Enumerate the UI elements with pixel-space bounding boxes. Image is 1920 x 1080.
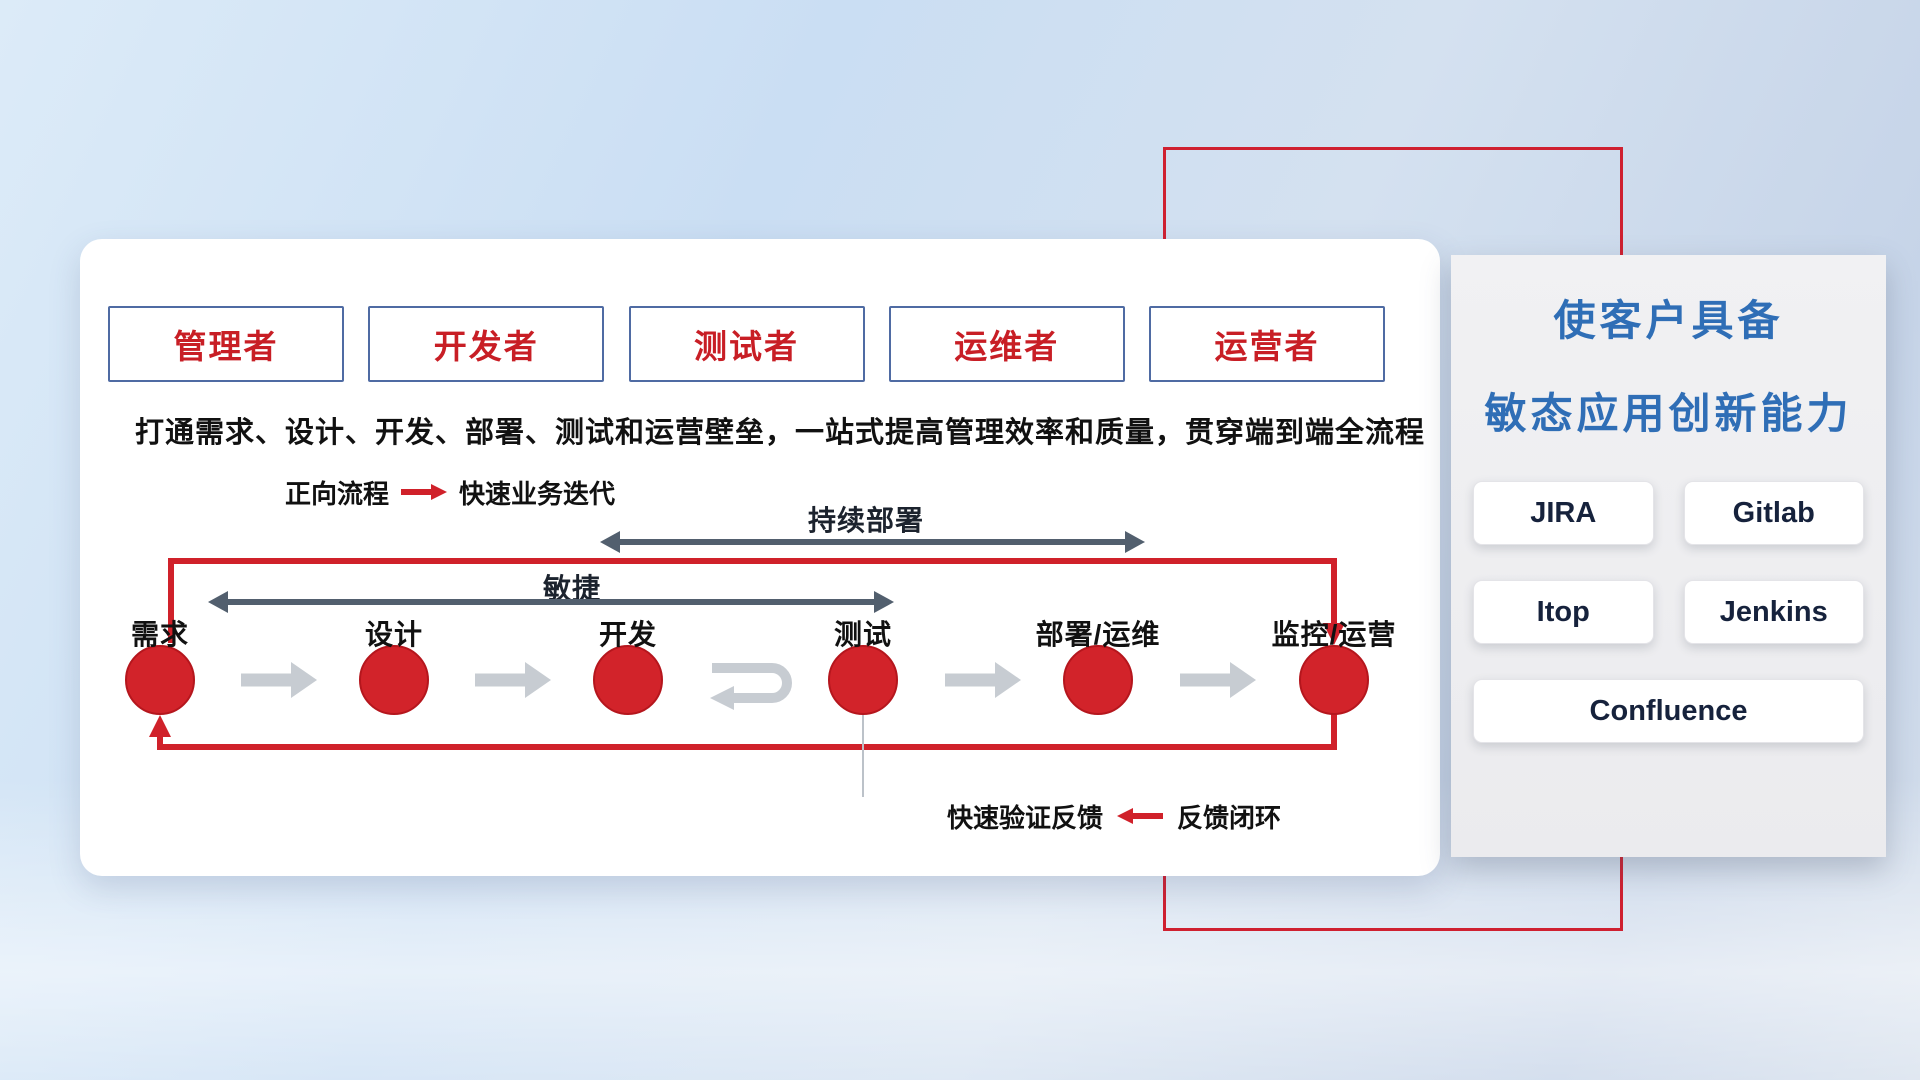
continuous-deploy-arrow: [600, 531, 1145, 553]
stage-label-deploy-ops: 部署/运维: [1035, 619, 1161, 650]
role-box-developer: 开发者: [368, 306, 605, 382]
right-arrow-icon: [401, 484, 448, 500]
role-label: 管理者: [173, 328, 279, 365]
stage-node-design: [359, 645, 429, 715]
stage-node-deploy-ops: [1063, 645, 1133, 715]
stage-label-develop: 开发: [598, 619, 657, 650]
capability-panel: 使客户具备 敏态应用创新能力 JIRA Gitlab Itop Jenkins …: [1451, 255, 1886, 857]
step-arrow: [241, 662, 317, 698]
stage-label-requirements: 需求: [130, 619, 189, 650]
left-arrow-icon: [1117, 808, 1164, 824]
forward-flow-line: [168, 558, 1345, 645]
agile-label: 敏捷: [542, 573, 601, 604]
tool-chip-jenkins: Jenkins: [1683, 580, 1864, 644]
stage-node-test: [828, 645, 898, 715]
feedback-legend: 快速验证反馈 反馈闭环: [947, 800, 1282, 833]
agile-arrow: [208, 591, 894, 613]
stage-label-design: 设计: [364, 619, 423, 650]
forward-flow-value: 快速业务迭代: [459, 478, 616, 509]
continuous-deploy-label: 持续部署: [807, 505, 924, 536]
tool-chip-itop: Itop: [1473, 580, 1654, 644]
forward-flow-label: 正向流程: [285, 478, 390, 509]
flow-diagram: [125, 531, 1369, 797]
step-arrow: [945, 662, 1021, 698]
roles-row: 管理者 开发者 测试者 运维者 运营者: [108, 306, 1385, 382]
description-text: 打通需求、设计、开发、部署、测试和运营壁垒，一站式提高管理效率和质量，贯穿端到端…: [135, 417, 1426, 449]
role-box-ops: 运维者: [888, 306, 1125, 382]
role-box-manager: 管理者: [108, 306, 344, 382]
stage-label-monitor-ops: 监控/运营: [1271, 619, 1397, 650]
panel-title-line2: 敏态应用创新能力: [1484, 390, 1853, 437]
role-box-business-ops: 运营者: [1149, 306, 1385, 382]
role-label: 测试者: [694, 328, 799, 365]
iteration-loop-icon: [710, 663, 792, 710]
tools-grid: JIRA Gitlab Itop Jenkins Confluence: [1473, 481, 1864, 743]
feedback-fast-label: 快速验证反馈: [947, 802, 1104, 833]
panel-title: 使客户具备 敏态应用创新能力: [1451, 291, 1886, 444]
forward-flow-legend: 正向流程 快速业务迭代: [285, 477, 615, 509]
step-arrow: [475, 662, 551, 698]
step-arrow: [1180, 662, 1256, 698]
tool-chip-gitlab: Gitlab: [1683, 481, 1864, 545]
feedback-loop-label: 反馈闭环: [1177, 802, 1282, 833]
tool-chip-confluence: Confluence: [1473, 679, 1864, 743]
stage-node-monitor-ops: [1299, 645, 1369, 715]
role-label: 运营者: [1214, 328, 1320, 365]
panel-title-line1: 使客户具备: [1553, 297, 1784, 344]
tool-chip-jira: JIRA: [1473, 481, 1654, 545]
feedback-loop-line: [149, 713, 1337, 750]
devops-flow-card: 管理者 开发者 测试者 运维者 运营者 打通需求、设计、开发、部署、测试和运营壁…: [80, 239, 1440, 876]
stage-node-develop: [593, 645, 663, 715]
stage-label-test: 测试: [833, 619, 892, 650]
role-label: 运维者: [954, 328, 1060, 365]
role-box-tester: 测试者: [628, 306, 865, 382]
role-label: 开发者: [433, 328, 539, 365]
stage-node-requirements: [125, 645, 195, 715]
